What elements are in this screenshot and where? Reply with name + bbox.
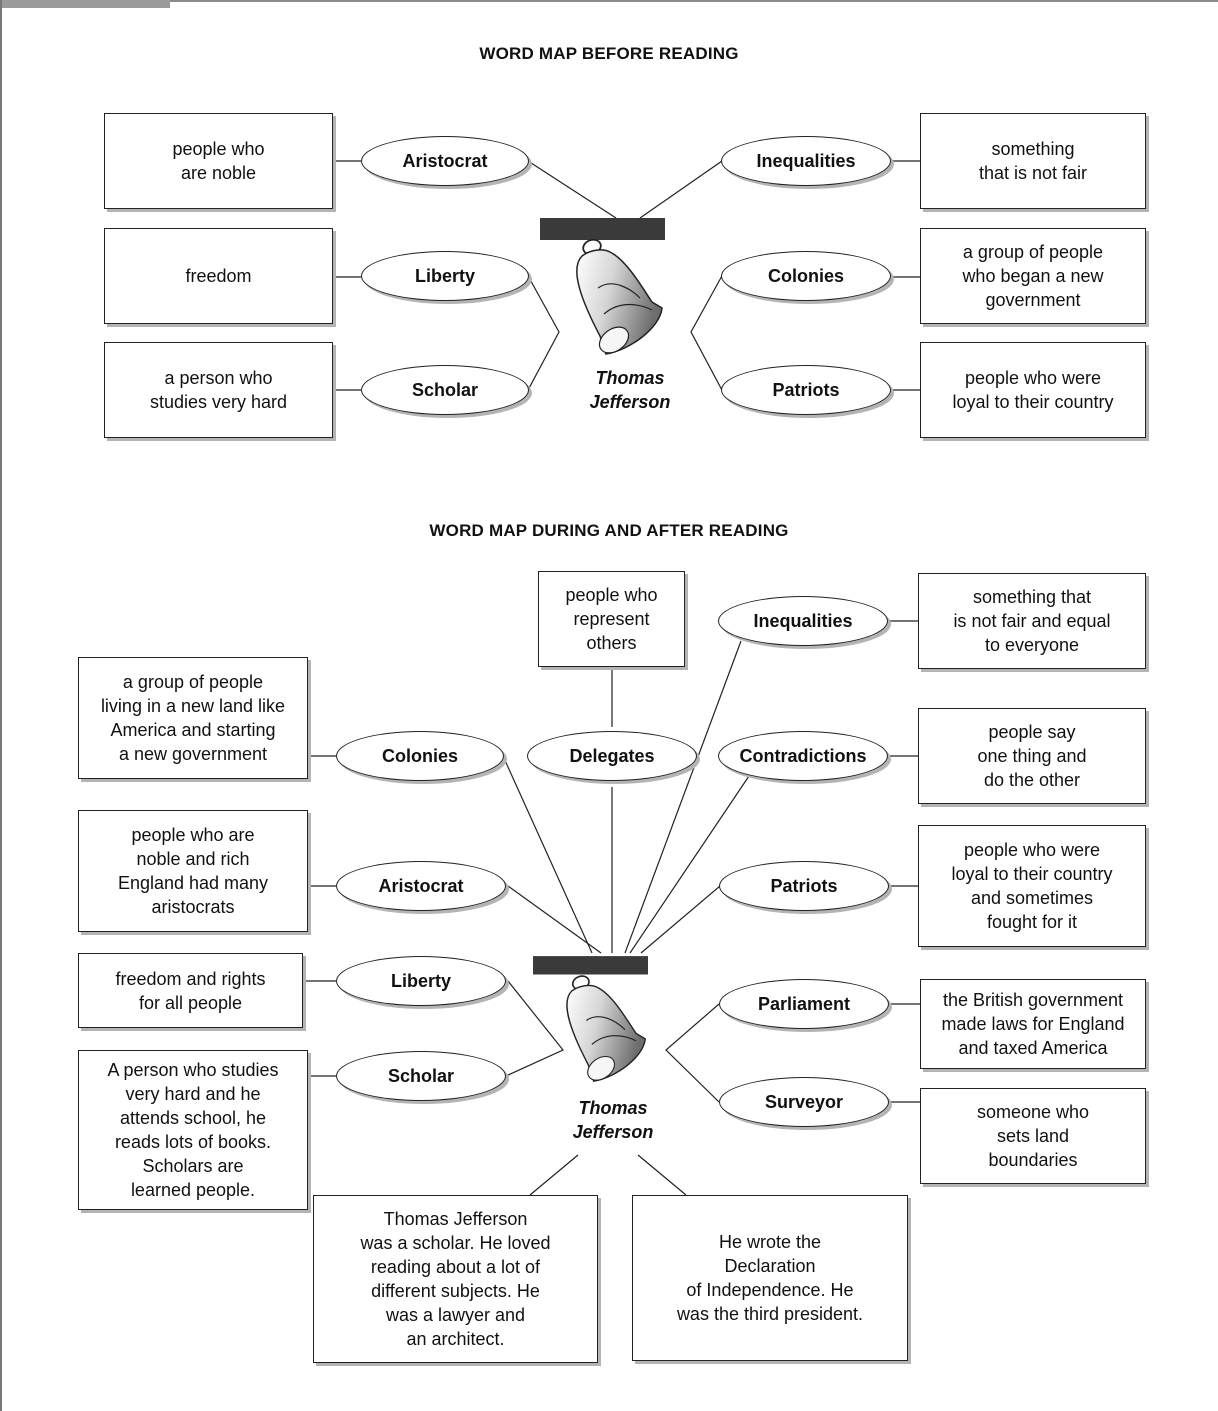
- left-rule: [0, 0, 2, 1411]
- map2-def-liberty: freedom and rights for all people: [78, 953, 303, 1028]
- map2-def-colonies: a group of people living in a new land l…: [78, 657, 308, 779]
- map1-term-liberty: Liberty: [361, 251, 529, 301]
- map2-title: WORD MAP DURING AND AFTER READING: [429, 521, 789, 540]
- corner-tab: [0, 0, 170, 8]
- top-rule: [170, 0, 1218, 2]
- liberty-bell-icon: [533, 953, 648, 1088]
- map1-term-inequalities: Inequalities: [721, 136, 891, 186]
- map2-def-inequalities: something that is not fair and equal to …: [918, 573, 1146, 669]
- map2-center-label: Thomas Jefferson: [572, 1098, 654, 1142]
- map2-term-surveyor: Surveyor: [719, 1077, 889, 1127]
- map2-term-contradictions: Contradictions: [718, 731, 888, 781]
- map1-def-colonies: a group of people who began a new govern…: [920, 228, 1146, 324]
- map2-term-scholar: Scholar: [336, 1051, 506, 1101]
- map1-def-liberty: freedom: [104, 228, 333, 324]
- map2-def-surveyor: someone who sets land boundaries: [920, 1088, 1146, 1184]
- liberty-bell-icon: [540, 218, 665, 358]
- map1-term-aristocrat: Aristocrat: [361, 136, 529, 186]
- map2-note-right: He wrote the Declaration of Independence…: [632, 1195, 908, 1361]
- map1-term-patriots: Patriots: [721, 365, 891, 415]
- map2-term-inequalities: Inequalities: [718, 596, 888, 646]
- map1-def-scholar: a person who studies very hard: [104, 342, 333, 438]
- map2-def-parliament: the British government made laws for Eng…: [920, 979, 1146, 1069]
- map2-def-delegates: people who represent others: [538, 571, 685, 667]
- map2-note-left: Thomas Jefferson was a scholar. He loved…: [313, 1195, 598, 1363]
- map2-term-aristocrat: Aristocrat: [336, 861, 506, 911]
- map2-term-colonies: Colonies: [336, 731, 504, 781]
- map2-def-contradictions: people say one thing and do the other: [918, 708, 1146, 804]
- map1-term-scholar: Scholar: [361, 365, 529, 415]
- map1-def-aristocrat: people who are noble: [104, 113, 333, 209]
- map2-term-liberty: Liberty: [336, 956, 506, 1006]
- map1-def-inequalities: something that is not fair: [920, 113, 1146, 209]
- map1-title: WORD MAP BEFORE READING: [479, 44, 739, 63]
- map1-center-label: Thomas Jefferson: [589, 368, 671, 412]
- map2-term-delegates: Delegates: [527, 731, 697, 781]
- map1-def-patriots: people who were loyal to their country: [920, 342, 1146, 438]
- map2-term-patriots: Patriots: [719, 861, 889, 911]
- map2-def-aristocrat: people who are noble and rich England ha…: [78, 810, 308, 932]
- map2-def-patriots: people who were loyal to their country a…: [918, 825, 1146, 947]
- map2-term-parliament: Parliament: [719, 979, 889, 1029]
- map2-def-scholar: A person who studies very hard and he at…: [78, 1050, 308, 1210]
- map1-term-colonies: Colonies: [721, 251, 891, 301]
